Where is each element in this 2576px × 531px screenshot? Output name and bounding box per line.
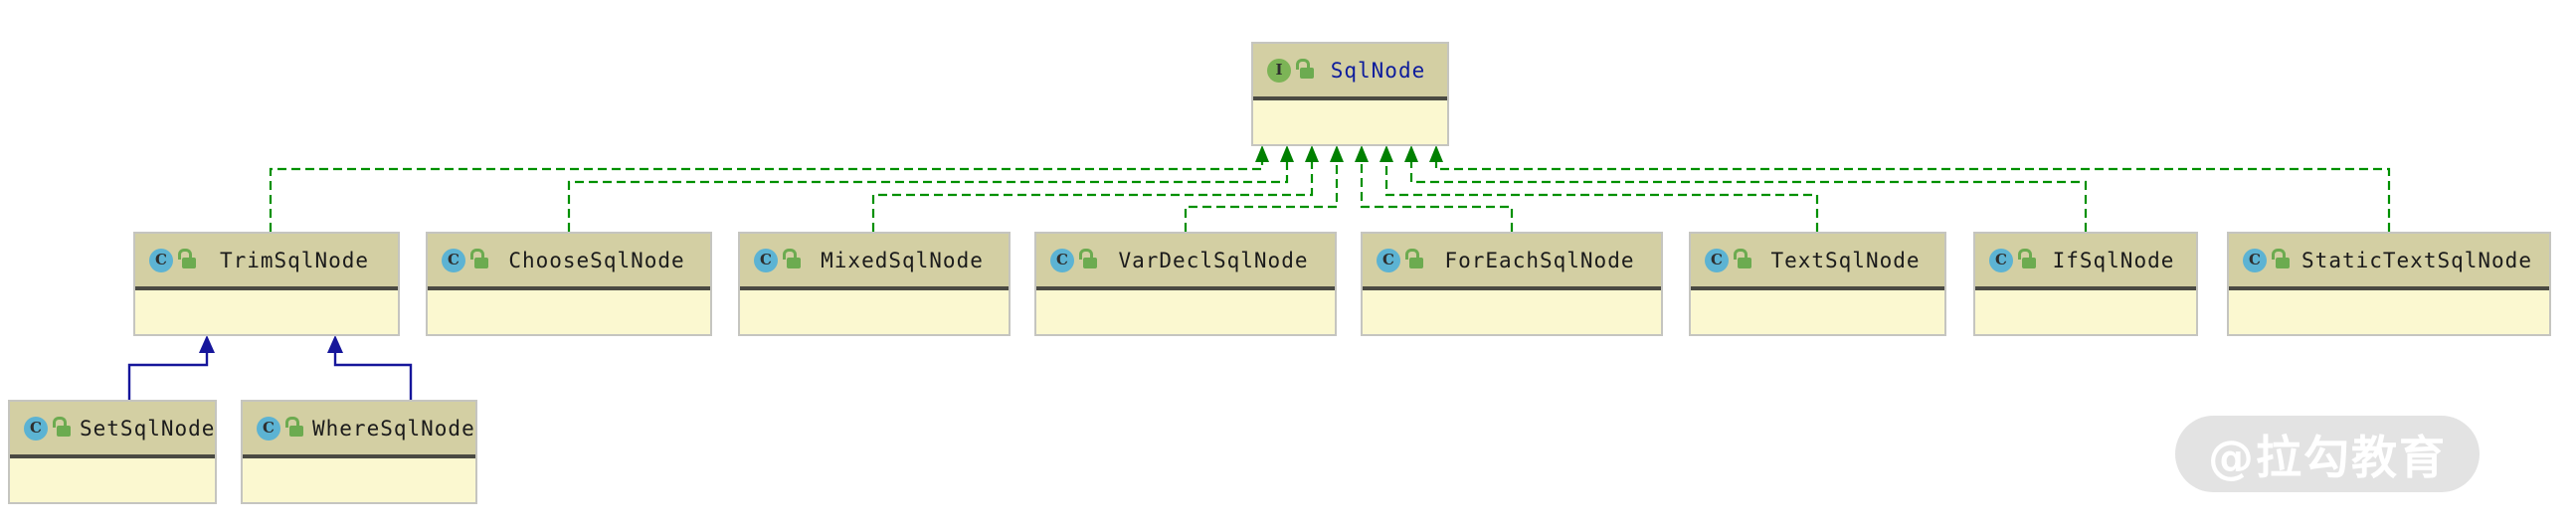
node-header: C ChooseSqlNode [428, 234, 710, 290]
edge-trimsqlnode-sqlnode [269, 161, 1264, 232]
unlocked-lock-icon [178, 249, 196, 268]
node-body [1036, 290, 1335, 334]
node-body [1253, 100, 1447, 144]
unlocked-lock-icon [1734, 249, 1751, 268]
class-icon: C [149, 248, 173, 272]
class-node-mixedsqlnode[interactable]: C MixedSqlNode [738, 232, 1011, 336]
node-header: C ForEachSqlNode [1363, 234, 1661, 290]
node-header: C TrimSqlNode [135, 234, 398, 290]
class-node-vardeclsqlnode[interactable]: C VarDeclSqlNode [1034, 232, 1337, 336]
class-icon: C [257, 416, 280, 441]
node-title: ChooseSqlNode [508, 248, 685, 272]
node-body [243, 458, 475, 502]
node-body [1691, 290, 1944, 334]
node-title: MixedSqlNode [821, 248, 984, 272]
edge-statictextsqlnode-sqlnode [1434, 161, 2391, 232]
class-node-choosesqlnode[interactable]: C ChooseSqlNode [426, 232, 712, 336]
unlocked-lock-icon [2018, 249, 2036, 268]
node-body [1975, 290, 2196, 334]
node-header: C SetSqlNode [10, 402, 215, 458]
node-body [2229, 290, 2549, 334]
watermark-text: @拉勾教育 [2208, 430, 2447, 484]
edge-mixedsqlnode-sqlnode [871, 161, 1314, 232]
unlocked-lock-icon [2272, 249, 2290, 268]
node-header: C WhereSqlNode [243, 402, 475, 458]
node-header: C IfSqlNode [1975, 234, 2196, 290]
class-icon: C [754, 248, 778, 272]
unlocked-lock-icon [53, 417, 71, 437]
class-icon: C [1050, 248, 1074, 272]
interface-icon: I [1267, 58, 1291, 83]
unlocked-lock-icon [1296, 59, 1314, 79]
unlocked-lock-icon [285, 417, 303, 437]
node-body [428, 290, 710, 334]
class-node-foreachsqlnode[interactable]: C ForEachSqlNode [1361, 232, 1663, 336]
edge-choosesqlnode-sqlnode [567, 161, 1289, 232]
edge-foreachsqlnode-sqlnode [1360, 161, 1514, 232]
edge-setsqlnode-trimsqlnode [127, 351, 209, 400]
node-header: I SqlNode [1253, 44, 1447, 100]
edge-vardeclsqlnode-sqlnode [1184, 161, 1339, 232]
node-header: C TextSqlNode [1691, 234, 1944, 290]
node-title: TrimSqlNode [219, 248, 370, 272]
class-icon: C [2243, 248, 2267, 272]
node-body [1363, 290, 1661, 334]
class-node-trimsqlnode[interactable]: C TrimSqlNode [133, 232, 400, 336]
node-body [740, 290, 1009, 334]
node-body [10, 458, 215, 502]
class-icon: C [1989, 248, 2013, 272]
class-icon: C [1377, 248, 1400, 272]
class-icon: C [24, 416, 48, 441]
node-title: SetSqlNode [80, 416, 216, 441]
node-title: TextSqlNode [1770, 248, 1921, 272]
node-header: C StaticTextSqlNode [2229, 234, 2549, 290]
node-title: WhereSqlNode [312, 416, 475, 441]
node-title: IfSqlNode [2052, 248, 2175, 272]
watermark-badge: @拉勾教育 [2175, 416, 2480, 492]
node-header: C VarDeclSqlNode [1036, 234, 1335, 290]
node-title: SqlNode [1330, 58, 1426, 83]
edge-ifsqlnode-sqlnode [1409, 161, 2088, 232]
class-icon: C [1705, 248, 1729, 272]
edge-textsqlnode-sqlnode [1384, 161, 1819, 232]
node-title: VarDeclSqlNode [1118, 248, 1309, 272]
class-icon: C [442, 248, 465, 272]
class-node-wheresqlnode[interactable]: C WhereSqlNode [241, 400, 477, 504]
class-node-setsqlnode[interactable]: C SetSqlNode [8, 400, 217, 504]
realization-arrowheads [1255, 145, 1443, 162]
node-body [135, 290, 398, 334]
inheritance-arrowheads [199, 335, 343, 353]
unlocked-lock-icon [1405, 249, 1423, 268]
node-header: C MixedSqlNode [740, 234, 1009, 290]
edge-wheresqlnode-trimsqlnode [333, 351, 413, 400]
unlocked-lock-icon [783, 249, 801, 268]
class-node-ifsqlnode[interactable]: C IfSqlNode [1973, 232, 2198, 336]
interface-node-sqlnode[interactable]: I SqlNode [1251, 42, 1449, 146]
node-title: ForEachSqlNode [1444, 248, 1635, 272]
class-node-textsqlnode[interactable]: C TextSqlNode [1689, 232, 1946, 336]
unlocked-lock-icon [470, 249, 488, 268]
unlocked-lock-icon [1079, 249, 1097, 268]
node-title: StaticTextSqlNode [2301, 248, 2532, 272]
class-node-statictextsqlnode[interactable]: C StaticTextSqlNode [2227, 232, 2551, 336]
